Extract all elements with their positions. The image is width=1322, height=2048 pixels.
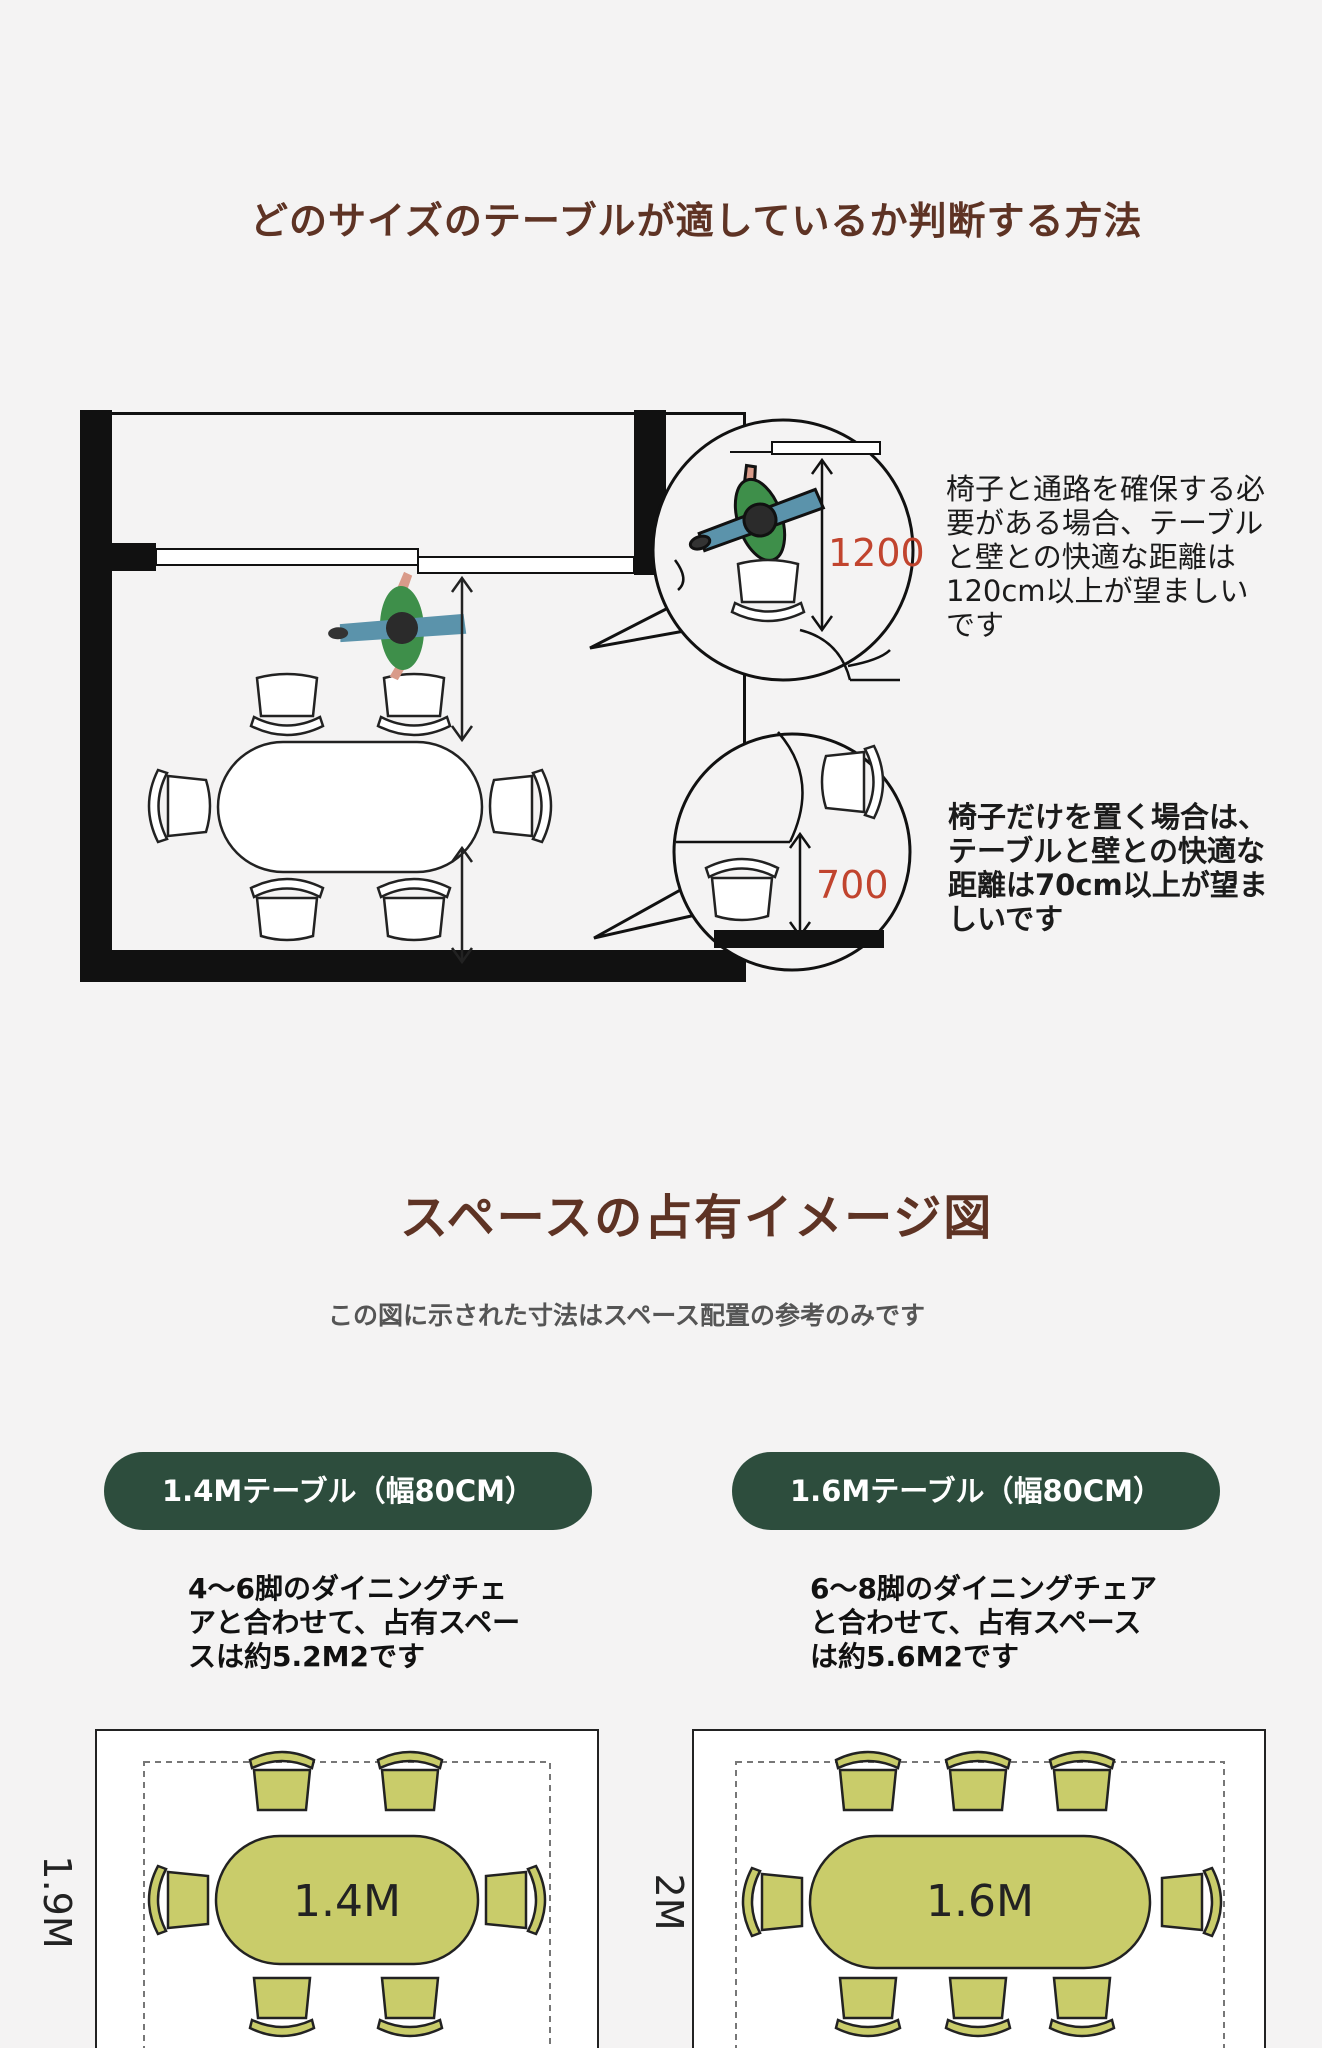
plan-1-4m: [95, 1729, 599, 2048]
room-label-2m: 2M: [647, 1874, 691, 1931]
dimension-label-700: 700: [816, 863, 889, 907]
plan-label-1-6m: 1.6Mテーブル（幅80CM）: [732, 1452, 1220, 1530]
table-label-1-4m: 1.4M: [293, 1876, 401, 1927]
plan-1-6m: [692, 1729, 1266, 2048]
section-title-space: スペースの占有イメージ図: [400, 1190, 994, 1246]
floor-plan-diagram: 1200 700: [80, 410, 925, 982]
note-chair-only: 椅子だけを置く場合は、テーブルと壁との快適な距離は70cm以上が望ましいです: [948, 800, 1268, 936]
dimension-label-1200: 1200: [828, 531, 925, 575]
section-title-table-size: どのサイズのテーブルが適しているか判断する方法: [250, 199, 1143, 243]
callout-bubble-small: [593, 731, 912, 972]
callout-bubble-large: [589, 418, 915, 682]
dimension-lines: [450, 575, 474, 965]
dining-table-main: [147, 672, 553, 942]
note-chair-aisle: 椅子と通路を確保する必要がある場合、テーブルと壁との快適な距離は120cm以上が…: [946, 472, 1266, 642]
plan-description-1-6m: 6〜8脚のダイニングチェアと合わせて、占有スペースは約5.6M2です: [810, 1572, 1157, 1673]
plan-label-1-4m: 1.4Mテーブル（幅80CM）: [104, 1452, 592, 1530]
room-label-1-9m: 1.9M: [35, 1855, 79, 1948]
room-walls: [80, 410, 746, 982]
table-label-1-6m: 1.6M: [926, 1876, 1034, 1927]
plan-description-1-4m: 4〜6脚のダイニングチェアと合わせて、占有スペースは約5.2M2です: [188, 1572, 521, 1673]
section-subtitle: この図に示された寸法はスペース配置の参考のみです: [328, 1301, 926, 1330]
